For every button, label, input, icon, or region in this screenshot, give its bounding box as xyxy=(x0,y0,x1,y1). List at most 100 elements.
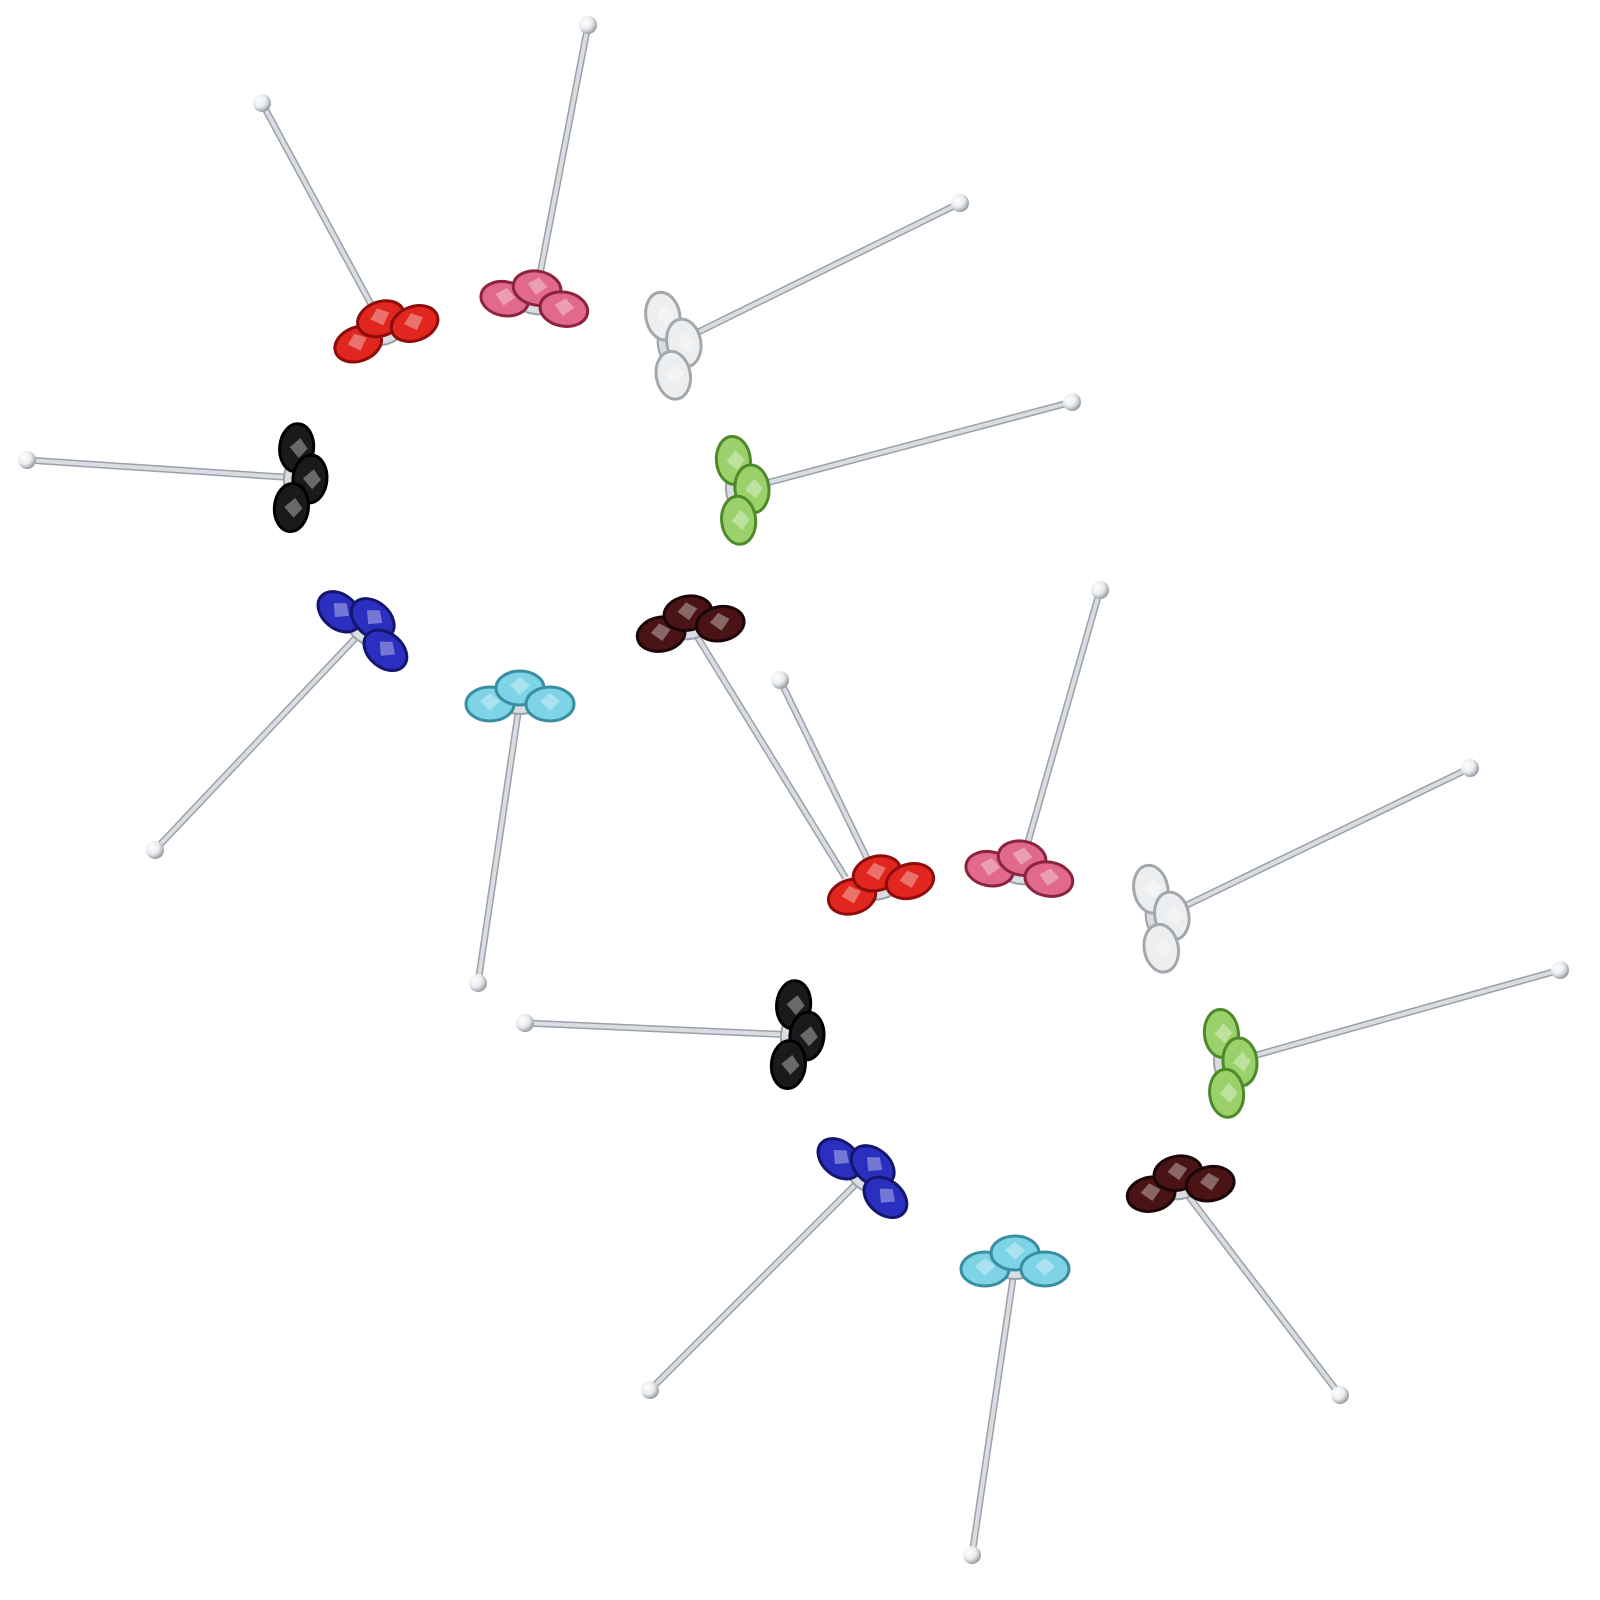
stud-pin-highlight xyxy=(1178,1183,1342,1397)
stud-aquamarine-1 xyxy=(464,669,576,992)
stud-blue-1 xyxy=(146,590,409,859)
gem-facet xyxy=(540,693,560,711)
stud-ball-end xyxy=(1551,961,1569,979)
gem-cluster xyxy=(479,269,590,328)
gem-stone xyxy=(1023,860,1075,898)
gem-facet xyxy=(1039,868,1060,887)
stud-ball-end xyxy=(1461,759,1479,777)
gem-stone xyxy=(538,290,590,328)
gem-stone xyxy=(654,349,693,401)
gem-facet xyxy=(1167,1162,1188,1181)
stud-pin-highlight xyxy=(970,1263,1017,1557)
gem-cluster xyxy=(644,290,703,401)
stud-pin-highlight xyxy=(778,678,882,887)
gem-stone xyxy=(1184,1164,1236,1203)
stud-pin-highlight xyxy=(533,23,590,302)
gem-facet xyxy=(781,1054,800,1075)
gem-cluster xyxy=(316,590,409,673)
gem-facet xyxy=(731,510,750,530)
stud-pin-highlight xyxy=(670,201,962,347)
stud-pin-highlight xyxy=(1226,968,1562,1065)
gem-facet xyxy=(333,603,350,618)
gem-facet xyxy=(379,641,395,656)
stud-pin-highlight xyxy=(153,626,367,852)
gem-facet xyxy=(841,886,861,904)
gem-facet xyxy=(347,333,367,351)
stud-black-1 xyxy=(18,422,329,533)
gem-facet xyxy=(975,1258,995,1276)
gem-cluster xyxy=(816,1137,909,1220)
stud-ball-end xyxy=(641,1381,659,1399)
gem-cluster xyxy=(272,422,329,533)
gem-stone xyxy=(1208,1067,1246,1119)
gem-facet xyxy=(709,612,730,631)
stud-ball-end xyxy=(579,16,597,34)
stud-pin-highlight xyxy=(523,1021,797,1037)
gem-stone xyxy=(362,628,409,673)
gem-facet xyxy=(786,995,805,1015)
gem-cluster xyxy=(1132,863,1191,974)
stud-ball-end xyxy=(963,1546,981,1564)
stud-ball-end xyxy=(1331,1386,1349,1404)
gem-facet xyxy=(1143,878,1162,899)
gem-facet xyxy=(833,1150,850,1165)
gem-facet xyxy=(866,1157,883,1172)
gem-stone xyxy=(1019,1250,1071,1288)
gem-stone xyxy=(884,862,936,901)
stud-ball-end xyxy=(1091,581,1109,599)
gem-facet xyxy=(284,497,303,518)
gem-facet xyxy=(899,870,919,888)
stud-pin-highlight xyxy=(25,458,300,480)
gem-stone xyxy=(694,604,746,643)
stud-red-1 xyxy=(253,94,440,364)
stud-green-2 xyxy=(1202,961,1569,1119)
gem-cluster xyxy=(1125,1154,1236,1213)
gem-stone xyxy=(389,304,440,343)
stud-pin-highlight xyxy=(260,101,387,332)
gem-cluster xyxy=(826,854,936,916)
gem-facet xyxy=(1035,1258,1055,1276)
stud-pin-highlight xyxy=(476,698,522,985)
stud-red-2 xyxy=(771,671,936,916)
stud-ball-end xyxy=(18,451,36,469)
gem-cluster xyxy=(333,299,440,364)
gem-stone xyxy=(524,685,576,723)
gem-cluster xyxy=(964,839,1075,898)
gem-facet xyxy=(510,677,530,695)
stud-blue-2 xyxy=(641,1137,909,1399)
gem-facet xyxy=(655,305,674,326)
stud-garnet-2 xyxy=(1125,1154,1349,1404)
stud-pin-highlight xyxy=(1158,766,1472,920)
gem-facet xyxy=(1219,1083,1238,1103)
gem-facet xyxy=(879,1188,895,1203)
gem-cluster xyxy=(769,979,826,1090)
gem-facet xyxy=(666,364,685,385)
stud-green-1 xyxy=(714,393,1081,546)
gem-facet xyxy=(289,438,308,458)
gem-stone xyxy=(862,1175,909,1220)
gem-facet xyxy=(1199,1172,1220,1191)
gem-stone xyxy=(720,494,758,546)
gem-facet xyxy=(726,450,745,471)
stud-black-2 xyxy=(516,979,826,1090)
stud-ball-end xyxy=(951,194,969,212)
gem-facet xyxy=(650,623,671,642)
stud-ball-end xyxy=(771,671,789,689)
stud-ball-end xyxy=(253,94,271,112)
gem-stone xyxy=(1142,922,1181,974)
gem-facet xyxy=(527,277,548,296)
gem-facet xyxy=(1012,847,1033,866)
gem-facet xyxy=(370,308,390,326)
stud-pink-1 xyxy=(479,16,597,328)
stud-pin-highlight xyxy=(738,400,1074,492)
gem-facet xyxy=(1154,937,1173,958)
gem-stone xyxy=(769,1039,807,1090)
gem-facet xyxy=(554,298,575,317)
stud-pin-highlight xyxy=(648,1173,867,1392)
gem-facet xyxy=(1005,1242,1025,1260)
stud-pink-2 xyxy=(964,581,1109,898)
stud-pin-highlight xyxy=(688,623,852,887)
gem-cluster xyxy=(635,594,746,653)
